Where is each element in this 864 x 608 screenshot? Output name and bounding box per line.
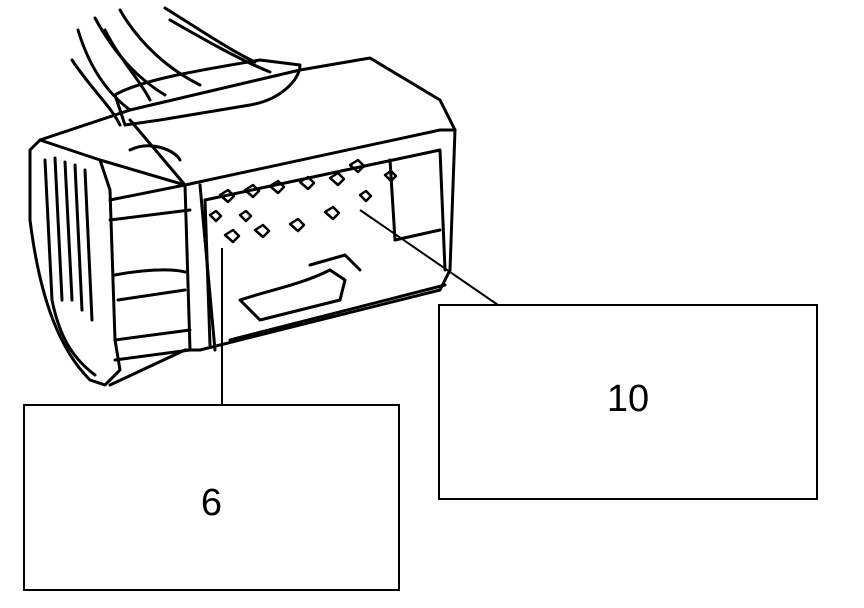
callout-label-10: 10 xyxy=(606,378,650,420)
callout-label-6: 6 xyxy=(200,482,223,524)
leader-line-10 xyxy=(359,209,499,306)
terminal-pins-icon xyxy=(208,158,398,244)
wire-boot-icon xyxy=(113,58,302,127)
connector-housing-icon xyxy=(38,56,457,387)
wire-bundle-icon xyxy=(70,6,272,127)
callout-box-6: 6 xyxy=(23,404,400,591)
connector-rear-icon xyxy=(28,138,122,387)
callout-box-10: 10 xyxy=(438,304,818,500)
